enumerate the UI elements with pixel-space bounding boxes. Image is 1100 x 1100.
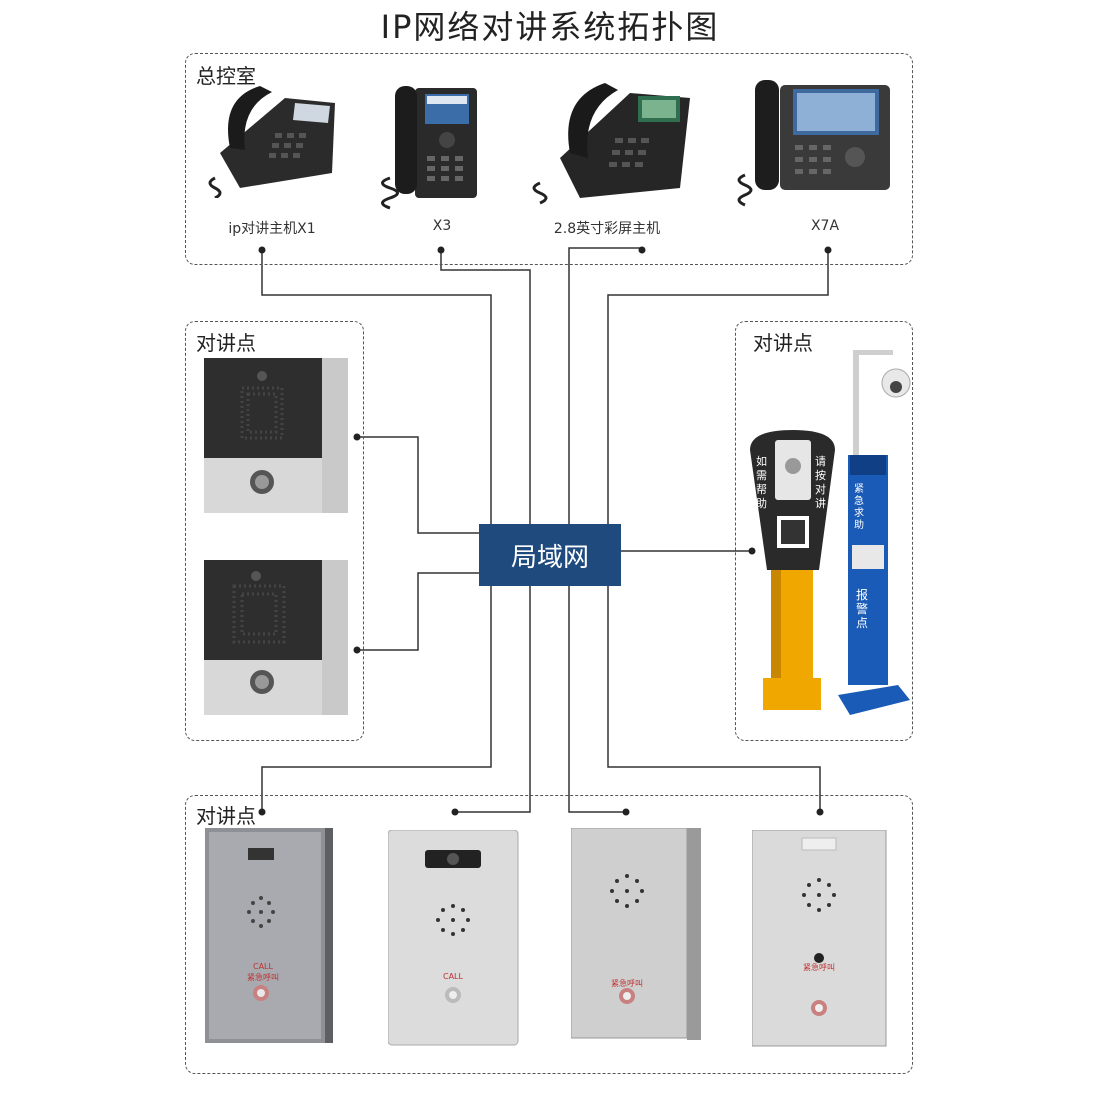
dot-bottom-3 [622, 808, 630, 816]
panel-3-sub-text: 紧急呼叫 [611, 979, 643, 988]
dot-bottom-1 [258, 808, 266, 816]
panel-1-call-text: CALL [253, 962, 273, 971]
group-intercom-left [185, 321, 364, 741]
panel-4-sub-text: 紧急呼叫 [803, 963, 835, 972]
help-pillar-station [750, 430, 835, 710]
dot-left-2 [353, 646, 361, 654]
dot-x7a [824, 246, 832, 254]
panel-2-call-text: CALL [443, 972, 463, 981]
phone-label-x7a: X7A [810, 218, 840, 234]
wall-intercom-2 [204, 560, 348, 715]
door-panel-1 [205, 828, 333, 1043]
phone-label-x3: X3 [432, 218, 452, 234]
dot-left-1 [353, 433, 361, 441]
group-intercom-right-label: 对讲点 [753, 331, 813, 355]
group-control-room-label: 总控室 [196, 64, 256, 88]
group-intercom-right [735, 321, 913, 741]
wire-phone-x1 [261, 250, 492, 524]
wall-intercom-1 [204, 358, 348, 513]
door-panel-3 [571, 828, 701, 1040]
wire-left-2 [357, 572, 479, 651]
wire-bottom-4 [607, 586, 821, 812]
pillar-right-text: 请按对讲 [815, 455, 826, 510]
sos-bottom-text: 报警点 [856, 588, 869, 630]
wire-bottom-2 [455, 586, 531, 813]
dot-bottom-4 [816, 808, 824, 816]
door-panel-2 [388, 830, 519, 1046]
desk-phone-x1 [208, 86, 335, 198]
dot-28 [638, 246, 646, 254]
door-panel-4 [752, 830, 887, 1047]
wire-bottom-1 [261, 586, 492, 812]
wire-phone-28 [568, 247, 643, 524]
group-intercom-bottom [185, 795, 913, 1074]
sos-column-with-camera [838, 350, 911, 715]
sos-top-text: 紧急求助 [854, 484, 864, 531]
group-control-room [185, 53, 913, 265]
phone-label-color-screen: 2.8英寸彩屏主机 [553, 221, 661, 237]
wire-bottom-3 [568, 586, 626, 813]
diagram-title: IP网络对讲系统拓扑图 [380, 8, 720, 46]
wire-phone-x3 [440, 250, 531, 524]
group-intercom-left-label: 对讲点 [196, 331, 256, 355]
phone-label-x1: ip对讲主机X1 [228, 221, 316, 237]
pillar-left-text: 如需帮助 [756, 455, 767, 510]
wire-left-1 [357, 436, 479, 534]
group-intercom-bottom-label: 对讲点 [196, 800, 256, 829]
dot-right [748, 547, 756, 555]
dot-bottom-2 [451, 808, 459, 816]
dot-x3 [437, 246, 445, 254]
dot-x1 [258, 246, 266, 254]
panel-1-sub-text: 紧急呼叫 [247, 973, 279, 982]
desk-phone-x3 [381, 86, 477, 210]
desk-phone-color-screen [532, 83, 690, 205]
wire-phone-x7a [607, 250, 829, 524]
lan-box: 局域网 [479, 524, 621, 586]
desk-phone-x7a [737, 80, 890, 207]
